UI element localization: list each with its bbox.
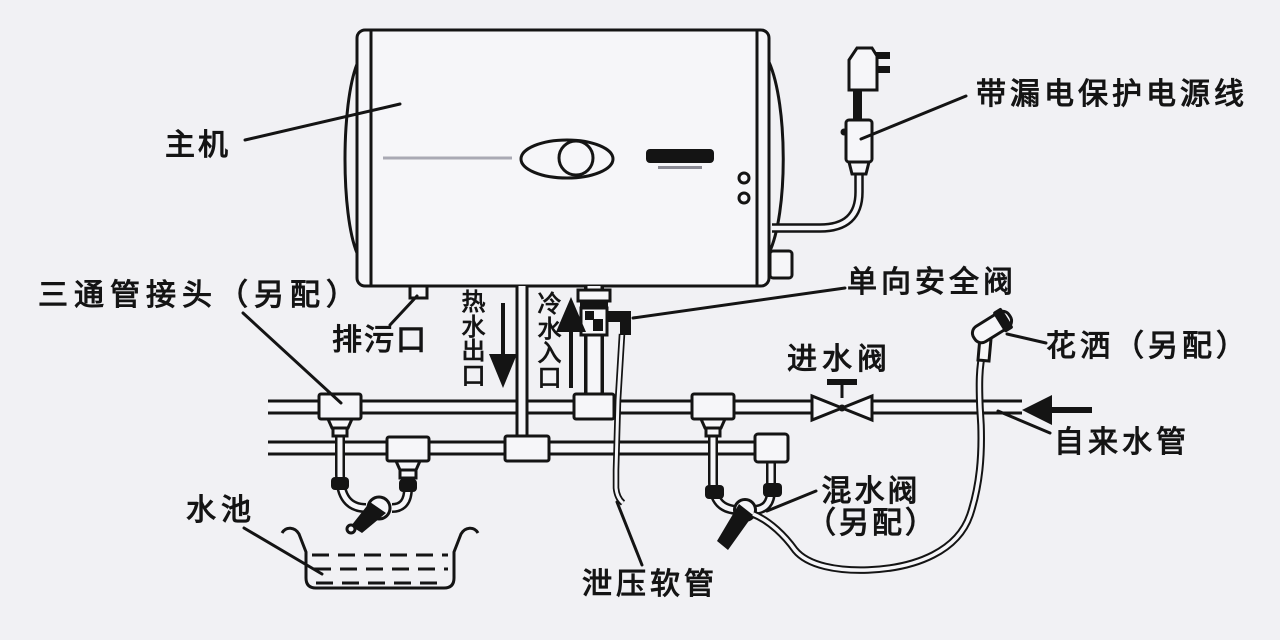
leakage-protector bbox=[840, 118, 874, 176]
arrow-tap-in-icon bbox=[1022, 395, 1092, 425]
label-hot-water-outlet: 热水出口 bbox=[461, 289, 486, 390]
water-heater-body bbox=[343, 28, 794, 300]
label-cold-water-inlet: 冷水入口 bbox=[537, 291, 562, 392]
control-dial-icon bbox=[519, 138, 615, 180]
label-relief-hose: 泄压软管 bbox=[582, 568, 718, 601]
water-dashes bbox=[312, 553, 448, 585]
heater-left-cap bbox=[343, 63, 359, 254]
shower-hose bbox=[751, 343, 988, 574]
label-shower-head: 花洒（另配） bbox=[1046, 330, 1250, 363]
brand-strip bbox=[646, 149, 714, 169]
side-fitting bbox=[768, 249, 794, 280]
power-cord bbox=[772, 46, 890, 233]
indicator-lights bbox=[737, 171, 751, 205]
elbow-joint-hot-end bbox=[753, 432, 790, 464]
safety-valve bbox=[576, 288, 631, 337]
inlet-valve bbox=[810, 379, 874, 423]
label-inlet-valve: 进水阀 bbox=[787, 343, 892, 376]
label-mixing-valve-line1: 混水阀 bbox=[821, 475, 921, 508]
label-mixing-valve: 混水阀 （另配） bbox=[806, 476, 936, 539]
pointer-lines bbox=[241, 94, 1052, 576]
shower-head-icon bbox=[970, 308, 1014, 363]
mixer-tap-shower bbox=[717, 498, 757, 550]
label-safety-valve: 单向安全阀 bbox=[847, 266, 1017, 299]
tee-joint-hot-mixer bbox=[385, 435, 431, 480]
label-main-unit: 主机 bbox=[165, 129, 231, 162]
label-tap-water-pipe: 自来水管 bbox=[1054, 426, 1190, 459]
label-power-cord: 带漏电保护电源线 bbox=[976, 78, 1248, 111]
label-water-pool: 水池 bbox=[186, 494, 256, 527]
tee-joint-hot-outlet bbox=[503, 434, 551, 463]
label-mixing-valve-line2: （另配） bbox=[806, 506, 938, 540]
tee-joint-left bbox=[317, 392, 363, 438]
power-plug-icon bbox=[847, 46, 890, 92]
mixer-tap-sink bbox=[345, 495, 392, 535]
tee-joint-shower bbox=[690, 392, 736, 438]
arrow-hot-down-icon bbox=[489, 303, 517, 388]
drain-port-stub bbox=[408, 284, 429, 300]
relief-hose bbox=[612, 333, 626, 506]
sink bbox=[280, 526, 480, 590]
heater-right-cap bbox=[767, 61, 785, 254]
label-drain-outlet: 排污口 bbox=[332, 324, 428, 357]
arrow-cold-up-icon bbox=[556, 297, 586, 388]
pipe-nuts bbox=[331, 477, 782, 499]
label-tee-connector: 三通管接头（另配） bbox=[38, 279, 362, 312]
tee-joint-cold-inlet bbox=[572, 392, 616, 421]
